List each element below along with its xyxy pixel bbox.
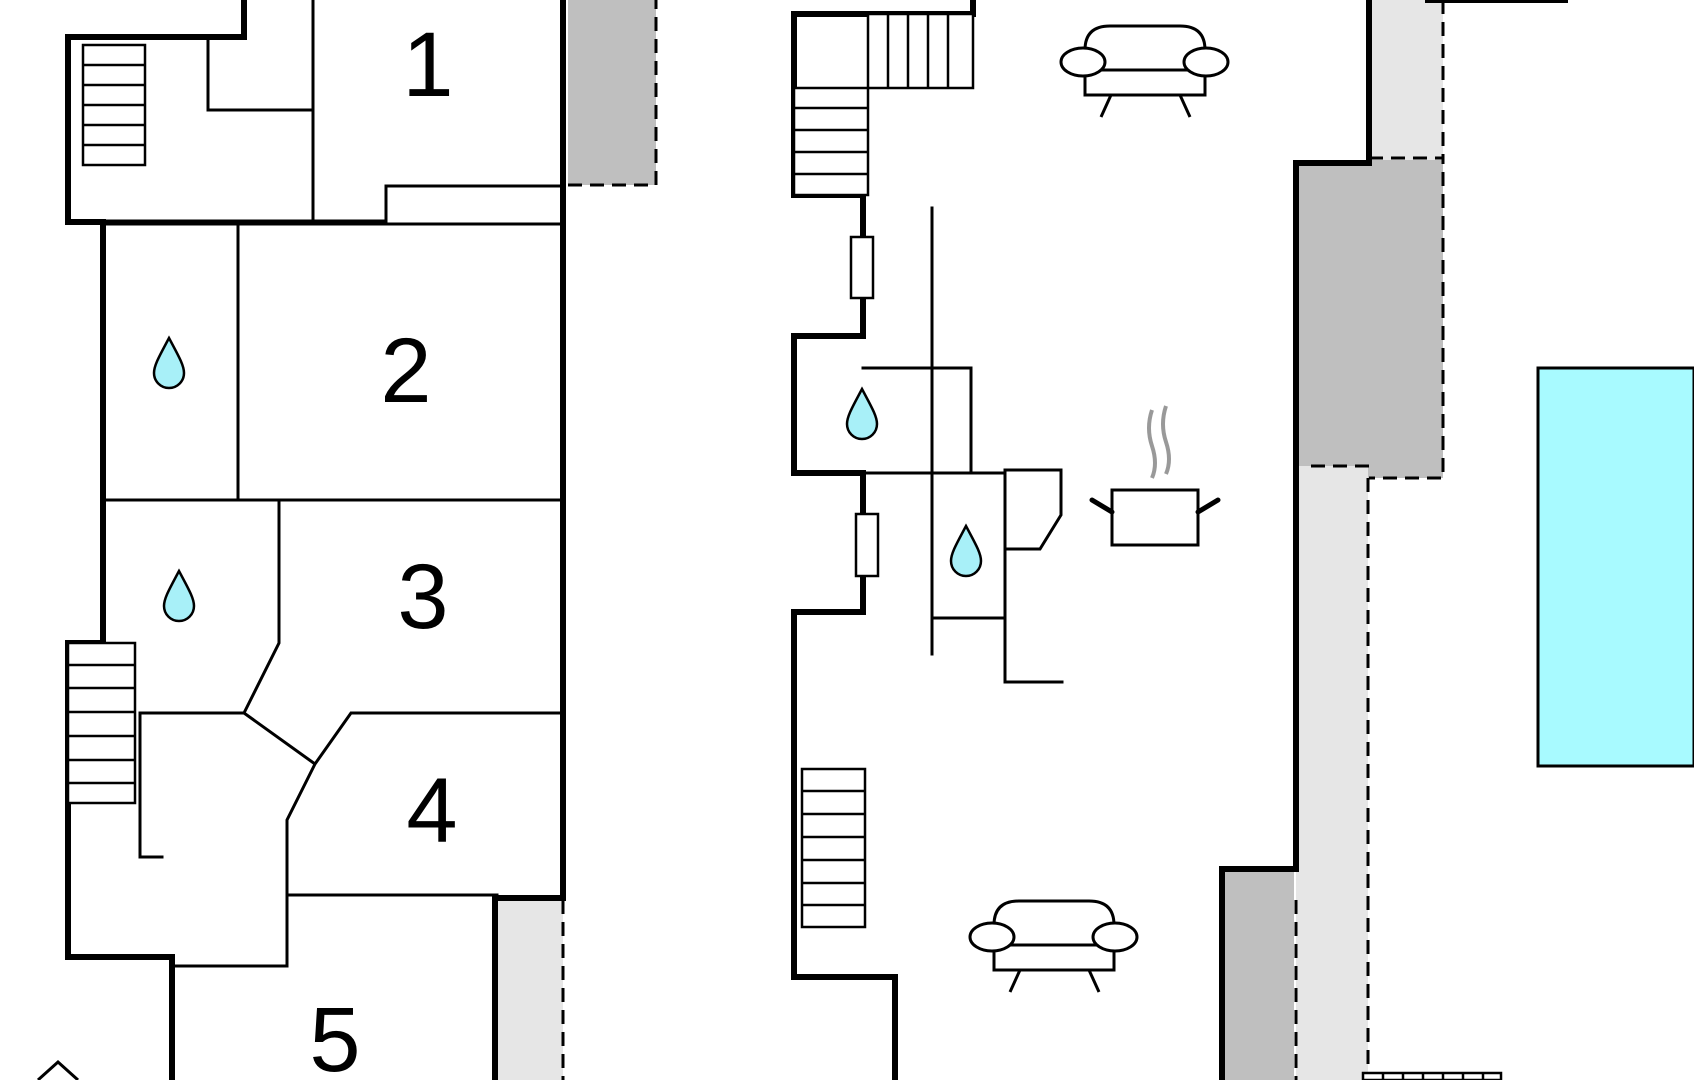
window [854, 512, 880, 578]
north-arrow-icon [36, 1059, 80, 1080]
left-floor-outer-wall [65, 0, 566, 1080]
staircase-icon [792, 86, 870, 197]
staircase-icon [66, 641, 137, 805]
terrace-top-left-edge [568, 0, 658, 187]
room-number-3: 3 [397, 546, 448, 648]
right-floor [791, 0, 1568, 1080]
terrace-bottom-left [498, 900, 563, 1080]
sofa-icon [968, 899, 1139, 993]
water-drop-icon [949, 523, 983, 578]
swimming-pool [1536, 366, 1694, 768]
room-number-2: 2 [380, 320, 431, 422]
room-number-4: 4 [406, 760, 457, 862]
left-floor: 1 2 3 4 5 [36, 0, 566, 1080]
room-number-1: 1 [402, 14, 453, 116]
staircase-icon [81, 43, 147, 167]
terrace-right-light [1296, 466, 1368, 1080]
staircase-icon [866, 12, 975, 90]
left-floor-interior-walls [69, 0, 562, 968]
staircase-icon [1361, 1071, 1503, 1080]
staircase-icon [800, 767, 867, 929]
terrace-right-dark [1296, 160, 1443, 478]
water-drop-icon [162, 568, 196, 623]
terrace-bottom-dark [1222, 870, 1294, 1080]
water-drop-icon [152, 335, 186, 390]
sofa-icon [1059, 24, 1230, 118]
room-number-5: 5 [309, 989, 360, 1080]
terrace-top-left [568, 0, 656, 185]
right-floor-interior-walls [861, 206, 1064, 684]
terrace-right-light-top [1366, 0, 1443, 160]
window [849, 235, 875, 300]
water-drop-icon [845, 386, 879, 441]
cooking-pot-icon [1089, 405, 1221, 547]
right-floor-east-wall [1219, 0, 1372, 1080]
terrace-areas [498, 0, 1445, 1080]
